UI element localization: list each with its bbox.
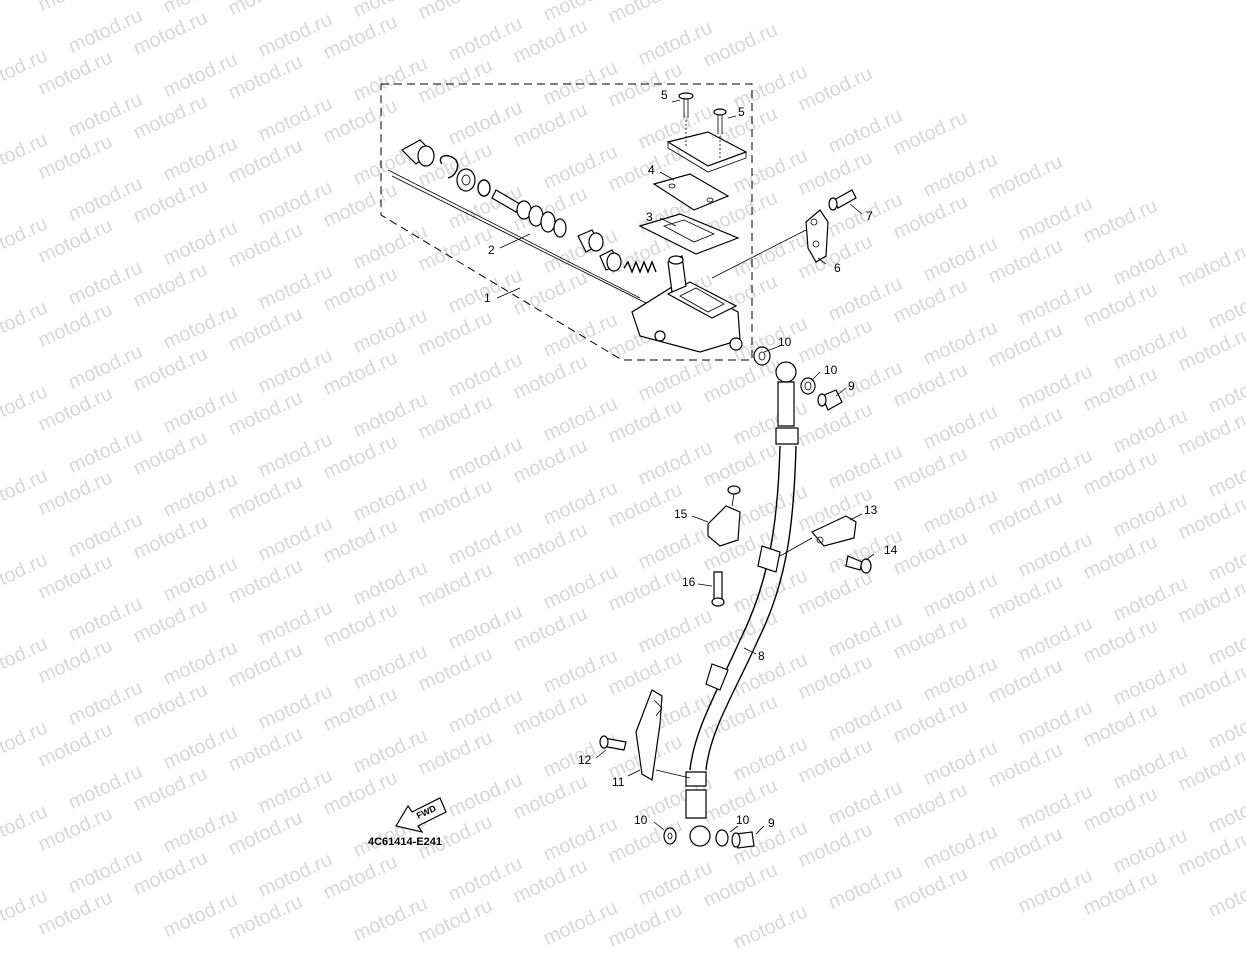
callout-9-top: 9 <box>848 379 855 393</box>
hose-clamp <box>707 485 741 547</box>
piston-assembly <box>491 189 567 238</box>
exploded-view-drawing <box>380 83 875 849</box>
bolt-7 <box>828 189 857 211</box>
callout-12: 12 <box>578 753 592 767</box>
banjo-fitting-top <box>775 361 797 383</box>
callout-6: 6 <box>834 261 841 275</box>
union-bolt-bottom <box>731 831 755 849</box>
bolt-16 <box>711 571 725 607</box>
callout-1: 1 <box>484 291 491 305</box>
callout-9-bottom: 9 <box>768 816 775 830</box>
callout-8: 8 <box>758 649 765 663</box>
callout-7: 7 <box>866 209 873 223</box>
hose-guide <box>811 515 857 547</box>
copper-washer-top <box>753 346 771 366</box>
return-spring <box>623 260 657 274</box>
union-bolt-top <box>817 389 843 411</box>
callout-2: 2 <box>488 243 495 257</box>
callout-10-b: 10 <box>824 363 838 377</box>
copper-washer-bottom-left <box>663 827 677 845</box>
washer <box>456 168 476 192</box>
reservoir-diaphragm <box>638 213 740 255</box>
dust-boot <box>401 139 435 167</box>
cap-screw-right <box>713 108 727 134</box>
callout-16: 16 <box>682 575 696 589</box>
callout-10-a: 10 <box>778 335 792 349</box>
leader-lines <box>496 99 875 835</box>
secondary-cup <box>599 249 622 272</box>
callout-4: 4 <box>648 163 655 177</box>
master-cylinder-body <box>631 255 743 353</box>
banjo-fitting-bottom <box>689 825 711 847</box>
brake-hose <box>685 381 799 819</box>
holder-bracket <box>805 209 829 263</box>
callout-5-left: 5 <box>661 88 668 102</box>
circlip <box>439 154 459 179</box>
hose-holder <box>635 689 663 781</box>
cap-screw-left <box>678 92 694 118</box>
callout-15: 15 <box>674 507 688 521</box>
callout-3: 3 <box>646 210 653 224</box>
callout-13: 13 <box>864 503 878 517</box>
forward-arrow-icon <box>395 797 447 833</box>
bolt-12 <box>599 735 627 751</box>
copper-washer-bottom-right <box>715 829 729 847</box>
copper-washer-mid <box>800 377 816 395</box>
assembly-boundary <box>380 83 753 361</box>
bolt-14 <box>845 555 872 574</box>
callout-10-d: 10 <box>736 813 750 827</box>
drawing-code: 4C61414-E241 <box>368 836 443 848</box>
callout-10-c: 10 <box>634 813 648 827</box>
callout-14: 14 <box>884 543 898 557</box>
reservoir-cap <box>666 131 748 173</box>
o-ring <box>477 179 491 197</box>
diaphragm-plate <box>652 173 730 211</box>
primary-cup <box>577 229 604 253</box>
callout-5-right: 5 <box>738 105 745 119</box>
callout-11: 11 <box>612 775 625 789</box>
